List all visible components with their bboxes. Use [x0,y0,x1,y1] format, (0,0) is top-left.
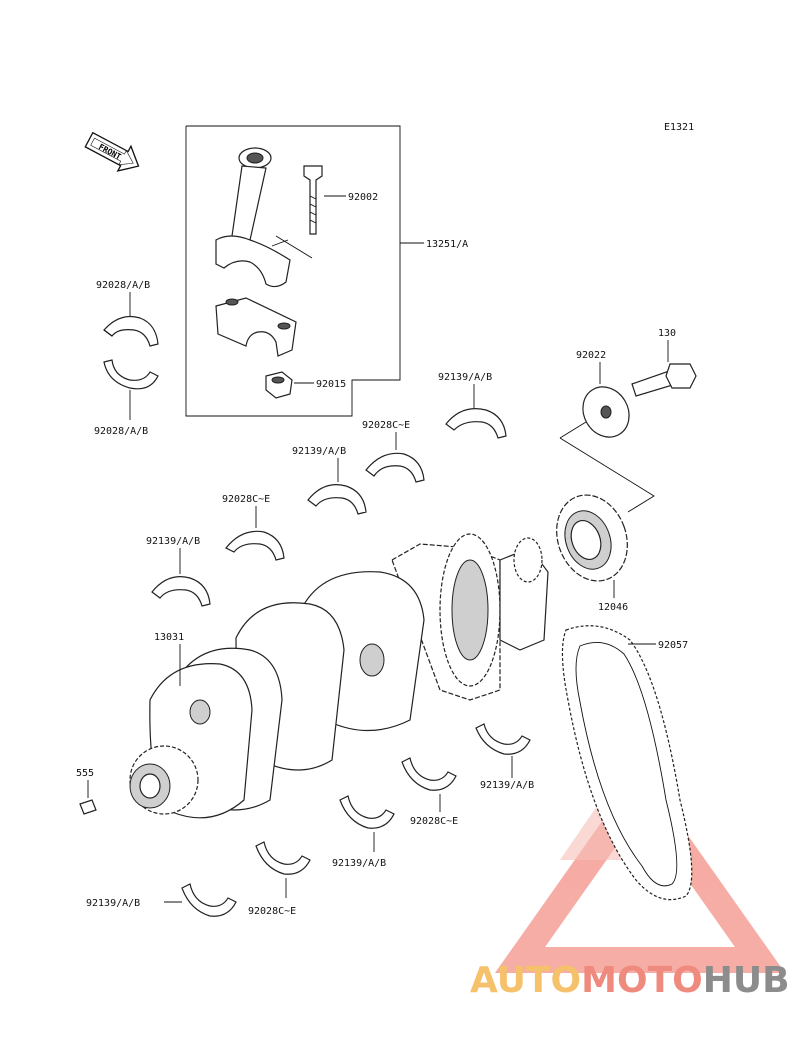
main-bearing-d [225,530,285,561]
main-bearing-j [181,883,237,917]
label-92139-f: 92139/A/B [86,898,140,909]
diagram-code: E1321 [664,122,694,133]
conrod-assembly-bracket [185,125,424,417]
watermark-part-moto: MOTO [581,960,703,1001]
conrod-cap [215,297,297,357]
label-92028c-d: 92028C~E [248,906,296,917]
connecting-rod [215,147,313,288]
front-arrow-icon: FRONT [84,131,140,172]
main-bearing-c [307,484,367,515]
watermark-part-hub: HUB [702,960,790,1001]
conrod-bearing-lower [103,359,159,390]
main-bearing-e [151,576,211,607]
label-92139-a: 92139/A/B [438,372,492,383]
main-bearing-a [445,408,507,439]
cam-sprocket [556,494,628,582]
conrod-bearing-upper [103,315,159,347]
crank-bolt [631,363,697,397]
label-13251: 13251/A [426,239,468,250]
label-92022: 92022 [576,350,606,361]
washer [582,386,630,438]
label-92028-bottom: 92028/A/B [94,426,148,437]
label-92028c-c: 92028C~E [410,816,458,827]
watermark-part-auto: AUTO [470,960,582,1001]
main-bearing-f [475,723,531,755]
label-92057: 92057 [658,640,688,651]
label-92139-e: 92139/A/B [332,858,386,869]
label-555: 555 [76,768,94,779]
label-92002: 92002 [348,192,378,203]
label-92028-top: 92028/A/B [96,280,150,291]
label-92139-b: 92139/A/B [292,446,346,457]
watermark-logo: AUTOMOTOHUB [470,960,790,1001]
label-92139-c: 92139/A/B [146,536,200,547]
label-12046: 12046 [598,602,628,613]
label-92028c-a: 92028C~E [362,420,410,431]
label-92015: 92015 [316,379,346,390]
label-92028c-b: 92028C~E [222,494,270,505]
main-bearing-b [365,452,425,483]
label-92139-d: 92139/A/B [480,780,534,791]
main-bearing-g [401,757,457,791]
label-130: 130 [658,328,676,339]
main-bearing-i [255,841,311,875]
conrod-bolt [303,165,346,235]
main-bearing-h [339,795,395,829]
conrod-nut [265,371,314,399]
crankshaft [129,533,549,819]
cam-chain [561,625,693,901]
label-13031: 13031 [154,632,184,643]
dowel-pin [79,799,97,815]
